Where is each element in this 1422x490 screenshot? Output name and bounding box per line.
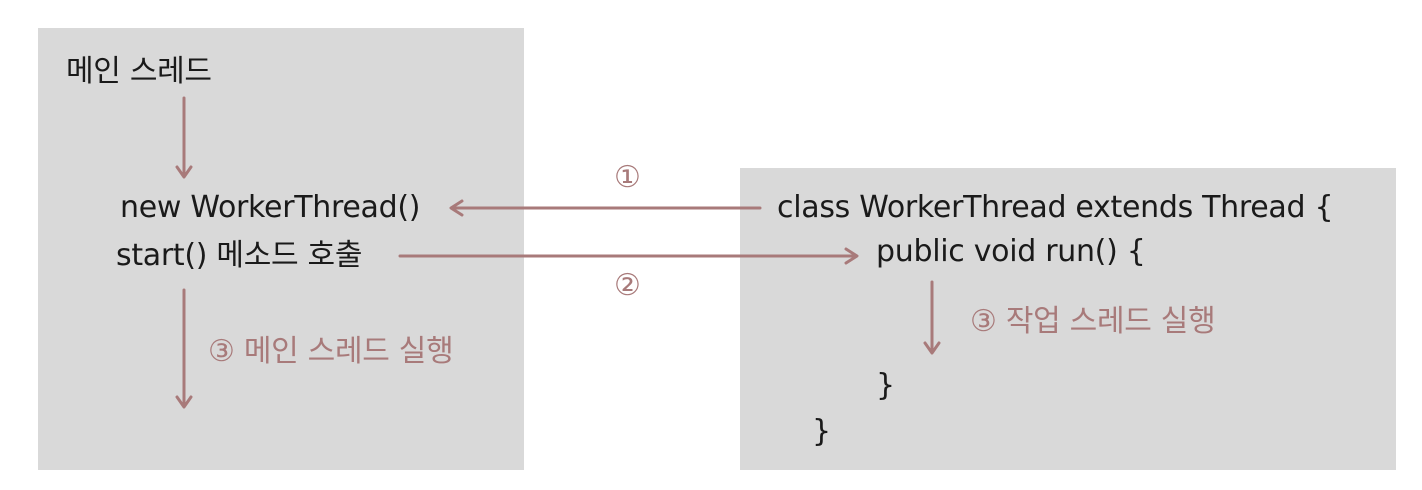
main-thread-panel (38, 28, 524, 470)
step-1-label: ① (614, 160, 641, 195)
run-method-close-brace: } (876, 368, 895, 403)
class-close-brace: } (812, 414, 831, 449)
new-worker-line: new WorkerThread() (120, 190, 421, 225)
worker-thread-panel (740, 168, 1396, 470)
main-thread-title: 메인 스레드 (66, 54, 212, 89)
step-2-label: ② (614, 268, 641, 303)
worker-thread-run-label: ③ 작업 스레드 실행 (970, 304, 1216, 339)
run-method-declaration: public void run() { (876, 234, 1146, 269)
class-declaration: class WorkerThread extends Thread { (777, 190, 1334, 225)
start-call-line: start() 메소드 호출 (116, 238, 363, 273)
main-thread-run-label: ③ 메인 스레드 실행 (208, 334, 454, 369)
